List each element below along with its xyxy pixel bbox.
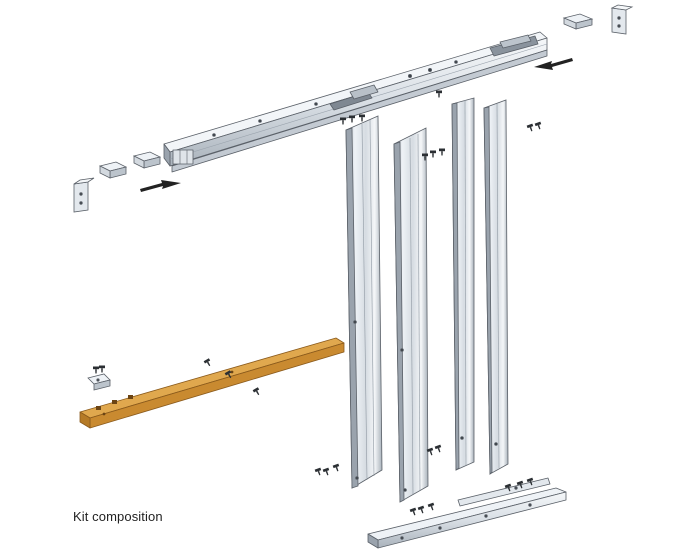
screw-icon (340, 117, 346, 125)
bracket-top-left (73, 151, 162, 213)
bottom-guide (367, 477, 567, 549)
screw-icon (409, 507, 418, 517)
top-rail (163, 31, 548, 173)
screw-icon (359, 114, 365, 122)
screw-icon (430, 150, 436, 158)
vertical-profile-2 (393, 127, 429, 503)
screw-icon (93, 366, 99, 374)
vertical-profile-3 (451, 97, 475, 471)
wooden-beam (79, 337, 345, 429)
screw-icon (434, 444, 443, 454)
screw-icon (526, 123, 535, 133)
arrow-right-icon (140, 180, 181, 192)
screw-icon (349, 115, 355, 123)
screw-icon (332, 463, 341, 473)
screws (93, 90, 543, 517)
screw-icon (439, 148, 445, 156)
vertical-profile-4 (483, 99, 509, 475)
bracket-top-right (562, 4, 634, 35)
screw-icon (436, 90, 442, 98)
caption: Kit composition (73, 509, 163, 524)
screw-icon (203, 358, 213, 368)
screw-icon (314, 467, 323, 477)
screw-icon (417, 505, 426, 515)
screw-icon (252, 387, 262, 397)
screw-icon (427, 502, 436, 512)
arrow-left-icon (534, 58, 573, 70)
screw-icon (534, 121, 543, 131)
vertical-profile-1 (345, 115, 383, 489)
screw-icon (99, 365, 105, 373)
screw-icon (322, 467, 331, 477)
small-bracket (87, 373, 111, 391)
